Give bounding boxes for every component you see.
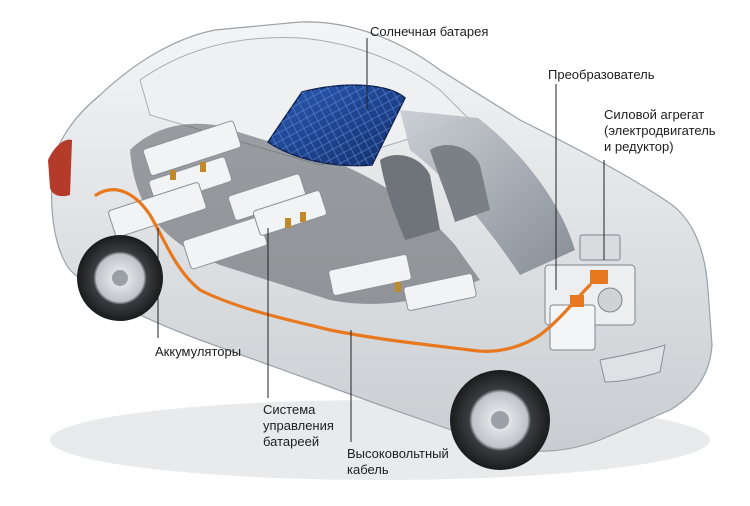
label-power-unit: Силовой агрегат (электродвигатель и реду… xyxy=(604,107,716,154)
battery-terminals xyxy=(170,162,401,292)
label-high-voltage-cable: Высоковольтный кабель xyxy=(347,446,449,477)
leader-lines xyxy=(157,38,605,442)
label-battery-management: Система управления батареей xyxy=(263,402,334,449)
seat xyxy=(430,145,490,222)
high-voltage-cable xyxy=(94,188,592,353)
label-solar-battery: Солнечная батарея xyxy=(370,24,489,39)
taillight xyxy=(48,139,72,197)
headlight xyxy=(599,344,666,383)
battery-modules xyxy=(108,120,477,311)
solar-panel xyxy=(266,84,406,167)
front-wheel xyxy=(450,370,550,470)
label-accumulators: Аккумуляторы xyxy=(155,344,242,359)
engine-bay xyxy=(544,234,636,351)
seat xyxy=(380,155,440,240)
rear-wheel xyxy=(77,235,163,321)
label-converter: Преобразователь xyxy=(548,67,655,82)
